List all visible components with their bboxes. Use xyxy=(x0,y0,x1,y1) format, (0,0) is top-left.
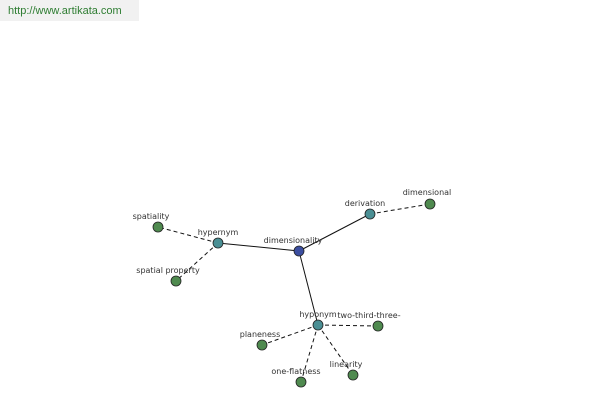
edge-dimensionality-hyponym xyxy=(298,250,319,326)
edge-hyponym-one-flatness xyxy=(300,324,319,383)
edge-dimensionality-derivation xyxy=(298,213,371,252)
graph-nodes xyxy=(152,198,436,388)
node-spatiality[interactable] xyxy=(152,221,164,233)
edge-hyponym-two-third-three xyxy=(317,324,379,327)
node-derivation[interactable] xyxy=(364,208,376,220)
node-one-flatness[interactable] xyxy=(295,376,307,388)
node-spatial-property[interactable] xyxy=(170,275,182,287)
edge-hypernym-spatiality xyxy=(157,226,219,244)
node-two-third-three[interactable] xyxy=(372,320,384,332)
node-dimensionality[interactable] xyxy=(293,245,305,257)
node-planeness[interactable] xyxy=(256,339,268,351)
label-one-flatness[interactable]: one-flatness xyxy=(271,367,320,376)
node-hypernym[interactable] xyxy=(212,237,224,249)
label-two-third-three[interactable]: two-third-three- xyxy=(337,311,400,320)
label-linearity[interactable]: linearity xyxy=(330,360,363,369)
label-planeness[interactable]: planeness xyxy=(240,330,281,339)
source-url-bar: http://www.artikata.com xyxy=(0,0,139,21)
label-derivation[interactable]: derivation xyxy=(345,199,385,208)
label-dimensionality[interactable]: dimensionality xyxy=(264,236,323,245)
graph-edges xyxy=(157,203,431,383)
graph-labels: dimensionality hypernym derivation hyponym s… xyxy=(133,188,452,376)
node-linearity[interactable] xyxy=(347,369,359,381)
label-spatiality[interactable]: spatiality xyxy=(133,212,170,221)
edge-hyponym-linearity xyxy=(317,324,354,376)
label-hyponym[interactable]: hyponym xyxy=(299,310,337,319)
edge-derivation-dimensional xyxy=(369,203,431,215)
edge-hypernym-spatial-property xyxy=(175,242,219,282)
label-spatial-property[interactable]: spatial property xyxy=(136,266,200,275)
label-hypernym[interactable]: hypernym xyxy=(198,228,239,237)
node-hyponym[interactable] xyxy=(312,319,324,331)
edge-dimensionality-hypernym xyxy=(217,242,300,252)
source-url-link[interactable]: http://www.artikata.com xyxy=(8,4,122,17)
label-dimensional[interactable]: dimensional xyxy=(403,188,452,197)
edge-hyponym-planeness xyxy=(261,324,319,346)
node-dimensional[interactable] xyxy=(424,198,436,210)
